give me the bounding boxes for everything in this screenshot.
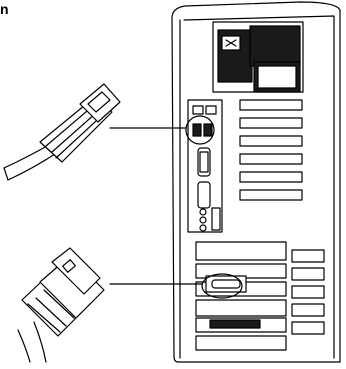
video-port [212, 280, 240, 288]
io-panel [188, 100, 222, 232]
computer-tower [172, 2, 340, 362]
vga-cable-icon [18, 248, 104, 362]
ethernet-port [193, 124, 201, 136]
power-supply [213, 22, 303, 92]
vent-slots [292, 250, 324, 334]
ethernet-cable-icon [4, 84, 120, 180]
